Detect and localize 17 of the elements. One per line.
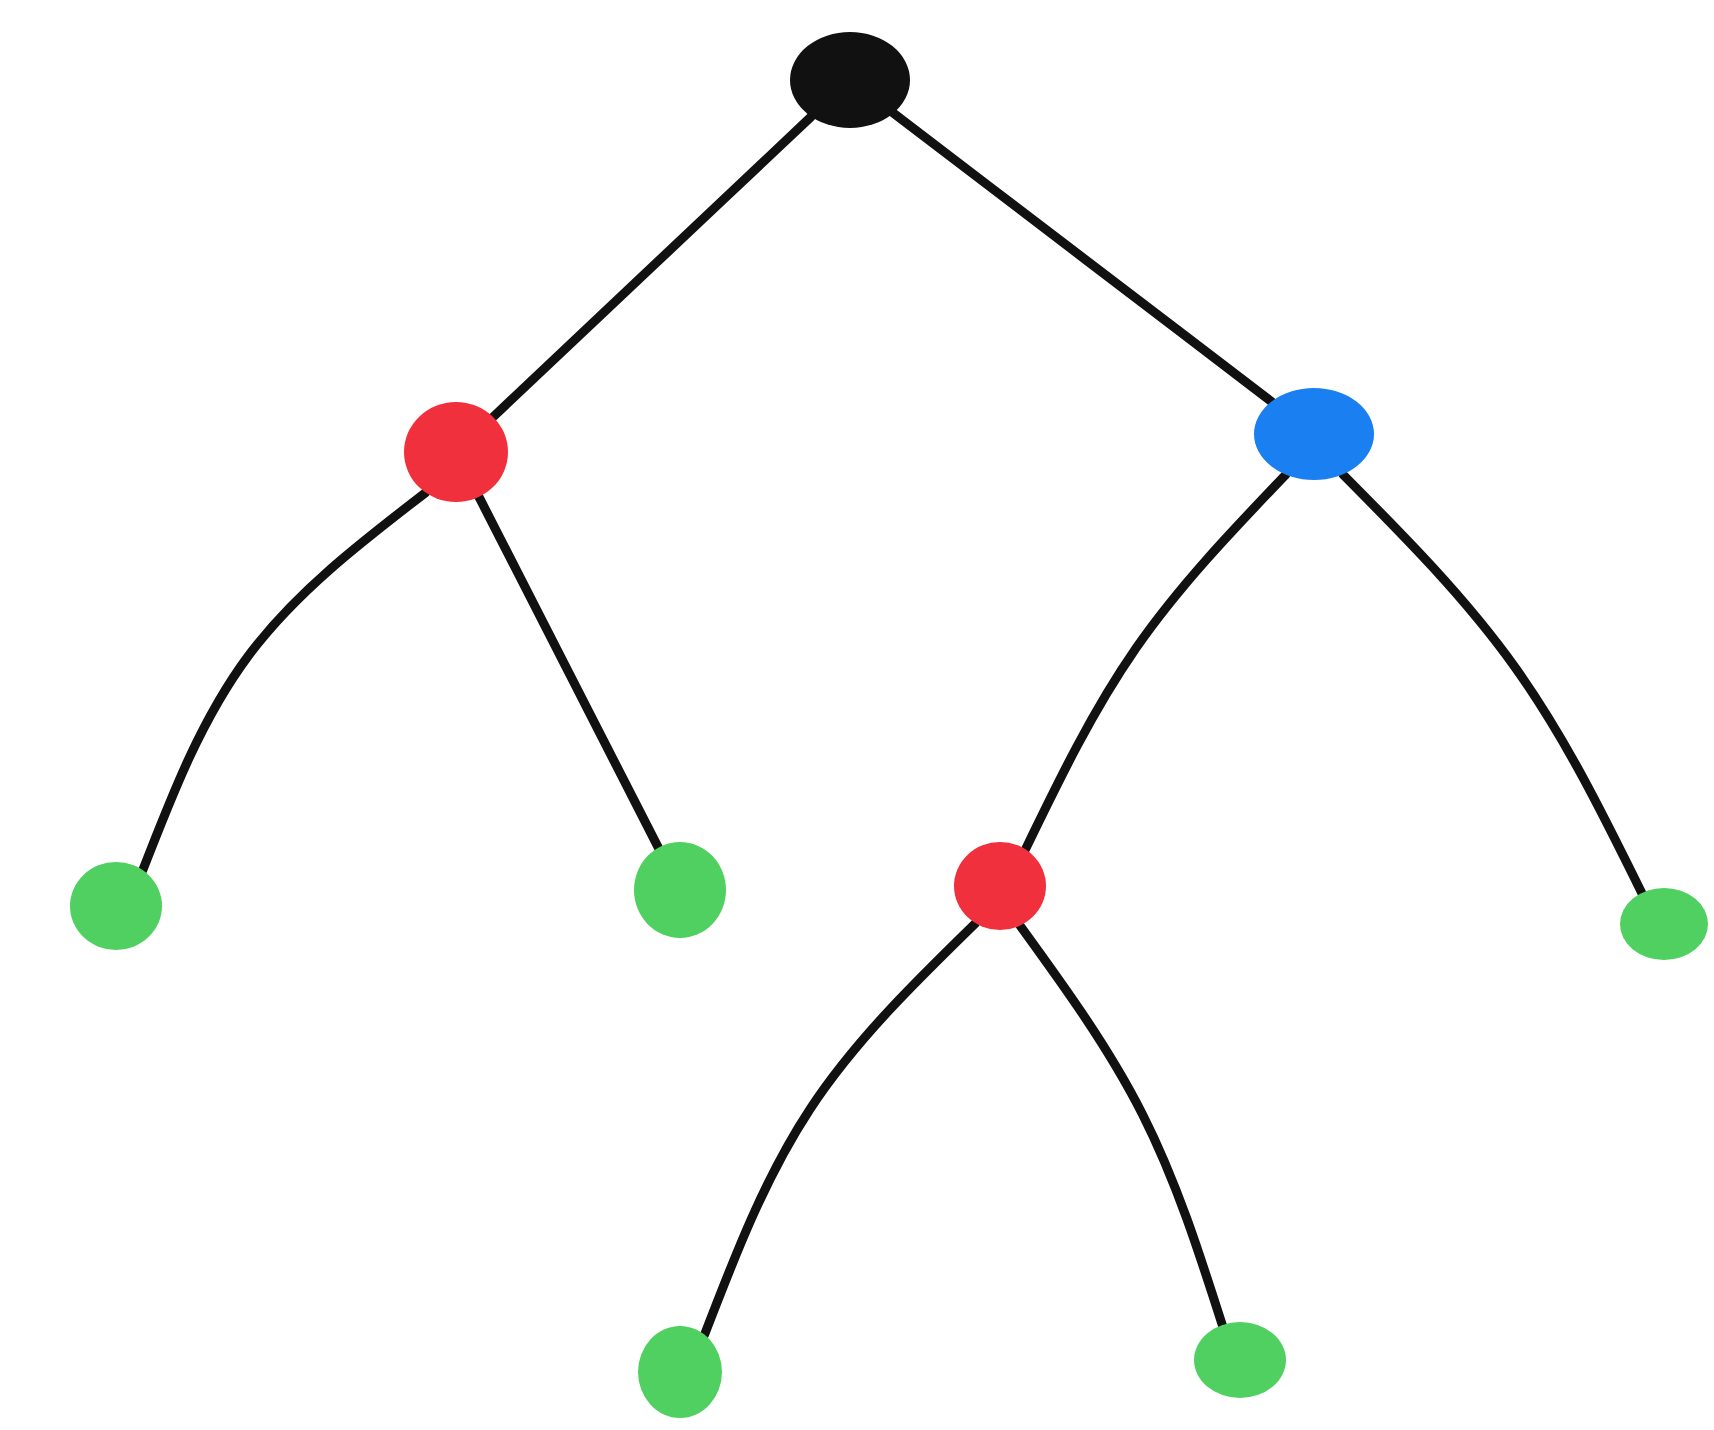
node-dot xyxy=(1620,888,1708,960)
node-dot xyxy=(638,1326,722,1418)
connector-line xyxy=(138,488,431,875)
node-dot xyxy=(954,842,1046,930)
connector-line xyxy=(474,492,663,853)
connector-line xyxy=(1020,470,1291,854)
node-dot xyxy=(404,402,508,502)
connector-line xyxy=(1338,469,1647,898)
node-dot xyxy=(70,862,162,950)
node-dot xyxy=(1254,388,1374,480)
connector-line xyxy=(1015,921,1227,1330)
node-dot xyxy=(790,32,910,128)
node-dot xyxy=(634,842,726,938)
node-dot xyxy=(1194,1322,1286,1398)
connector-line xyxy=(700,918,980,1340)
connector-line xyxy=(888,108,1276,407)
connector-line xyxy=(488,112,816,422)
